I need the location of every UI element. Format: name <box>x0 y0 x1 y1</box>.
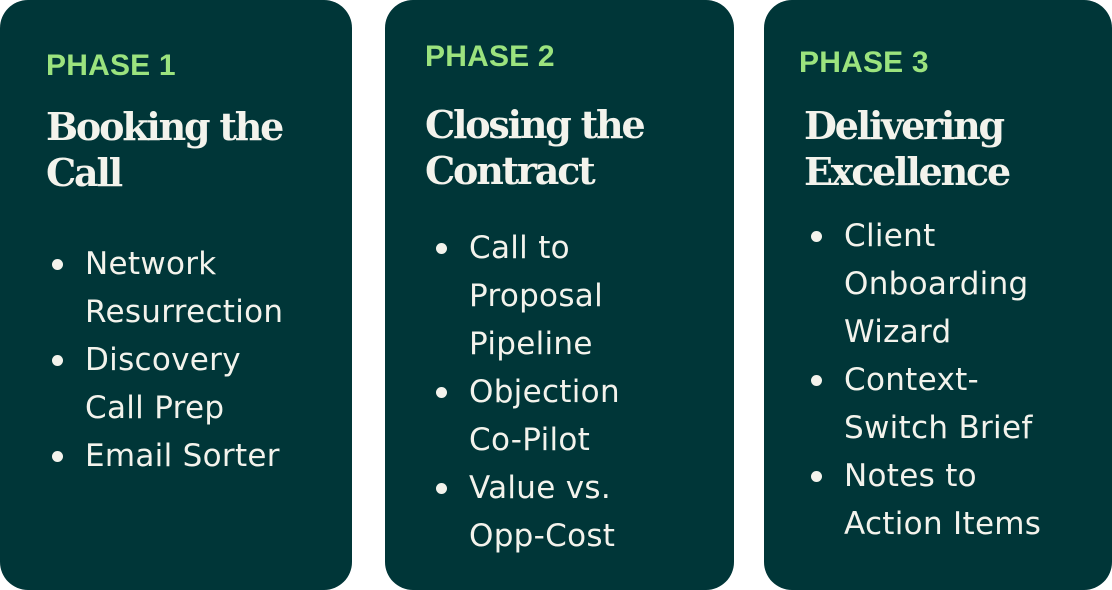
list-item-line: Notes to <box>844 458 977 494</box>
list-item: Call to Proposal Pipeline <box>430 224 720 368</box>
phase-title-line: Delivering <box>804 103 1005 148</box>
list-item: Email Sorter <box>46 432 336 480</box>
list-item-line: Discovery <box>85 342 241 378</box>
list-item-line: Network <box>85 246 217 282</box>
bullet-dot-icon <box>811 471 822 482</box>
list-item-line: Action Items <box>844 506 1042 542</box>
phase-title-line: Call <box>46 150 123 195</box>
list-item-line: Email Sorter <box>85 438 280 474</box>
list-item: Network Resurrection <box>46 240 336 336</box>
phase-title-line: Contract <box>425 148 596 193</box>
list-item-line: Switch Brief <box>844 410 1033 446</box>
phase-card-3: PHASE 3 Delivering Excellence Client Onb… <box>764 0 1112 590</box>
bullet-dot-icon <box>52 259 63 270</box>
bullet-dot-icon <box>811 231 822 242</box>
list-item-line: Proposal <box>469 278 603 314</box>
bullet-dot-icon <box>436 483 447 494</box>
phase-title: Delivering Excellence <box>804 103 1094 195</box>
phase-card-2: PHASE 2 Closing the Contract Call to Pro… <box>385 0 734 590</box>
phase-item-list: Network Resurrection Discovery Call Prep… <box>46 240 336 480</box>
phase-title: Closing the Contract <box>425 102 715 194</box>
phase-title: Booking the Call <box>46 104 336 196</box>
phase-label: PHASE 3 <box>799 46 929 79</box>
list-item: Value vs. Opp-Cost <box>430 464 720 560</box>
list-item-line: Resurrection <box>85 294 284 330</box>
list-item-line: Co-Pilot <box>469 422 591 458</box>
list-item: Context- Switch Brief <box>805 356 1095 452</box>
phase-item-list: Client Onboarding Wizard Context- Switch… <box>805 212 1095 548</box>
list-item: Notes to Action Items <box>805 452 1095 548</box>
bullet-dot-icon <box>811 375 822 386</box>
list-item-line: Call Prep <box>85 390 225 426</box>
phase-item-list: Call to Proposal Pipeline Objection Co-P… <box>430 224 720 560</box>
phase-title-line: Excellence <box>804 149 1011 194</box>
phase-label: PHASE 1 <box>46 49 176 82</box>
list-item-line: Client <box>844 218 936 254</box>
bullet-dot-icon <box>52 355 63 366</box>
list-item-line: Objection <box>469 374 620 410</box>
list-item-line: Context- <box>844 362 980 398</box>
phase-card-1: PHASE 1 Booking the Call Network Resurre… <box>0 0 352 590</box>
list-item-line: Wizard <box>844 314 952 350</box>
bullet-dot-icon <box>436 387 447 398</box>
list-item-line: Value vs. <box>469 470 612 506</box>
bullet-dot-icon <box>436 243 447 254</box>
phase-title-line: Booking the <box>46 104 284 149</box>
phase-label: PHASE 2 <box>425 40 555 73</box>
list-item-line: Pipeline <box>469 326 593 362</box>
list-item: Discovery Call Prep <box>46 336 336 432</box>
list-item-line: Call to <box>469 230 570 266</box>
list-item-line: Onboarding <box>844 266 1029 302</box>
bullet-dot-icon <box>52 451 63 462</box>
list-item-line: Opp-Cost <box>469 518 616 554</box>
list-item: Client Onboarding Wizard <box>805 212 1095 356</box>
list-item: Objection Co-Pilot <box>430 368 720 464</box>
phase-title-line: Closing the <box>425 102 646 147</box>
